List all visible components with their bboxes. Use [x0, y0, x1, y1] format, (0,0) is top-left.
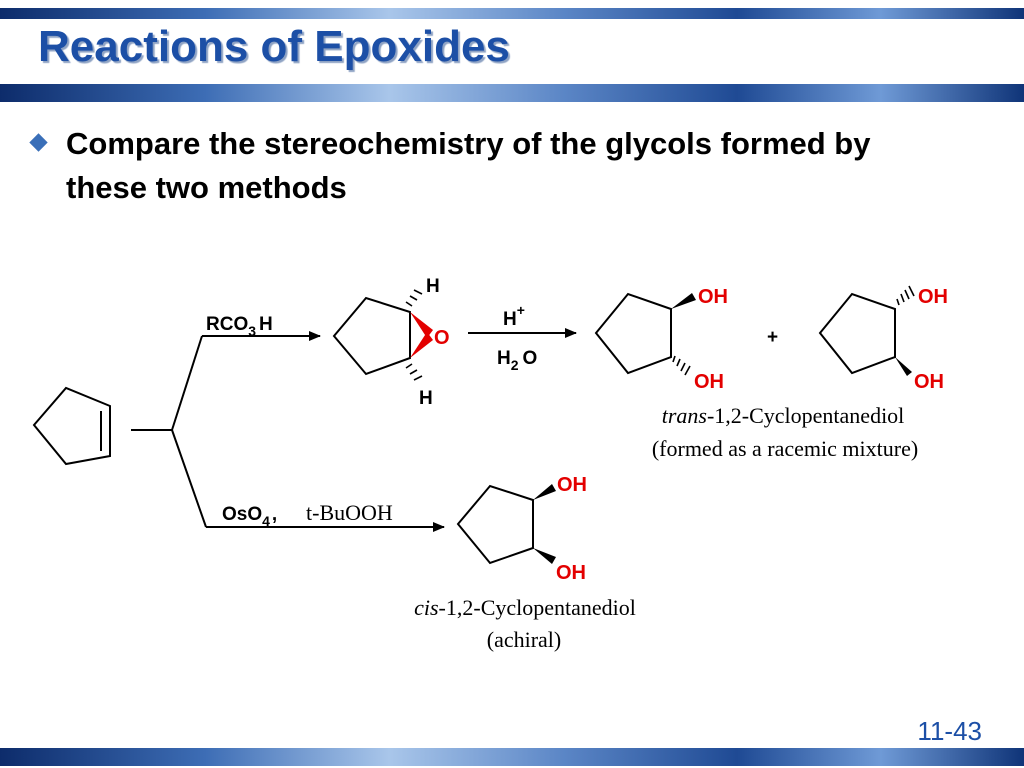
epoxide-h-top: H	[426, 276, 440, 297]
epoxide-structure	[332, 289, 433, 381]
cis-diol-structure	[456, 484, 556, 565]
trans-diol-enantiomer-1	[594, 292, 696, 376]
cis-oh-top: OH	[557, 474, 587, 496]
osmium-reagent: OsO4,	[222, 504, 277, 529]
oxidant-label: t-BuOOH	[306, 500, 393, 525]
title-decor-band	[0, 84, 1024, 102]
cis-caption-line1: cis-1,2-Cyclopentanediol	[414, 595, 636, 620]
page-number: 11-43	[917, 716, 982, 746]
bullet-text: Compare the stereochemistry of the glyco…	[66, 126, 871, 205]
trans2-oh-bottom: OH	[914, 371, 944, 393]
branch-lines	[131, 335, 207, 528]
cis-caption-line2: (achiral)	[487, 627, 562, 652]
trans-caption-line1: trans-1,2-Cyclopentanediol	[662, 403, 905, 428]
plus-sign: +	[767, 327, 778, 348]
acid-catalyst-label: H+	[503, 302, 525, 330]
trans-diol-enantiomer-2	[818, 285, 915, 376]
trans-caption-line2: (formed as a racemic mixture)	[652, 436, 918, 461]
trans1-oh-top: OH	[698, 286, 728, 308]
bottom-decor-band	[0, 748, 1024, 766]
top-decor-band	[0, 8, 1024, 19]
slide-title: Reactions of Epoxides	[38, 22, 510, 71]
trans2-oh-top: OH	[918, 286, 948, 308]
epoxide-oxygen: O	[434, 327, 450, 349]
cyclopentene-structure	[32, 386, 111, 466]
trans1-oh-bottom: OH	[694, 371, 724, 393]
cis-oh-bottom: OH	[556, 562, 586, 584]
epoxide-h-bottom: H	[419, 388, 433, 409]
